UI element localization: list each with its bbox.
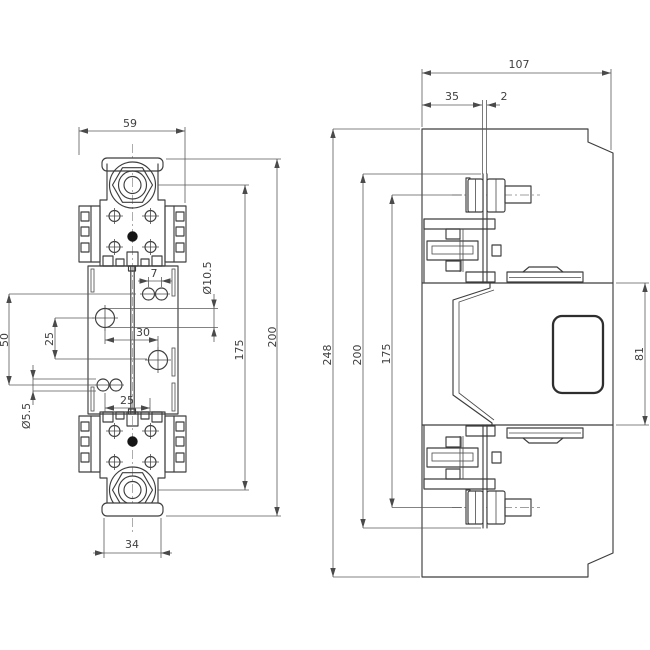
dim-25-bottom-label: 25 bbox=[120, 394, 134, 407]
side-dimensions: 107 35 2 248 200 175 bbox=[321, 58, 649, 578]
dim-59-label: 59 bbox=[123, 117, 137, 130]
bottom-comb bbox=[102, 411, 163, 427]
mounting-holes bbox=[92, 287, 171, 392]
dim-81-label: 81 bbox=[633, 347, 646, 361]
top-bar bbox=[101, 157, 164, 172]
bottom-bolt-bore bbox=[123, 480, 142, 500]
dim-175-label: 175 bbox=[233, 340, 246, 361]
front-view: 59 200 175 Ø10.5 7 30 bbox=[0, 117, 281, 558]
dim-dia5-label: Ø5.5 bbox=[20, 403, 33, 429]
top-bolt-ring bbox=[117, 170, 148, 200]
bottom-stud bbox=[504, 498, 532, 517]
dim-35-label: 35 bbox=[445, 90, 459, 103]
side-body-outline bbox=[421, 128, 614, 578]
front-dimensions: 59 200 175 Ø10.5 7 30 bbox=[0, 117, 281, 558]
top-stud bbox=[504, 185, 532, 204]
dim-30-label: 30 bbox=[136, 326, 150, 339]
side-bottom-terminal bbox=[452, 424, 540, 529]
side-top-terminal bbox=[452, 173, 540, 284]
top-center-pin bbox=[127, 231, 138, 242]
bottom-contact-plate bbox=[506, 427, 584, 444]
label-window bbox=[551, 314, 605, 395]
side-top-bracket bbox=[423, 218, 502, 283]
dim-175-side-label: 175 bbox=[380, 344, 393, 365]
side-view: 107 35 2 248 200 175 bbox=[321, 58, 649, 578]
dim-200-label: 200 bbox=[266, 327, 279, 348]
dim-7-label: 7 bbox=[151, 267, 158, 280]
dim-dia10-label: Ø10.5 bbox=[201, 261, 214, 294]
top-screw-holes bbox=[106, 208, 159, 255]
dim-2-label: 2 bbox=[501, 90, 508, 103]
top-right-clip bbox=[164, 205, 187, 263]
bottom-bar bbox=[101, 502, 164, 517]
top-left-clip bbox=[78, 205, 101, 263]
bottom-center-pin bbox=[127, 436, 138, 447]
bottom-right-clip bbox=[164, 415, 187, 473]
dim-50-label: 50 bbox=[0, 333, 11, 347]
dim-248-label: 248 bbox=[321, 345, 334, 366]
bottom-left-clip bbox=[78, 415, 101, 473]
top-contact-plate bbox=[506, 266, 584, 283]
fuse-cavity-funnel bbox=[452, 282, 495, 426]
bottom-screw-holes bbox=[106, 423, 159, 470]
top-bolt-outer bbox=[108, 161, 157, 209]
top-bolt-bore bbox=[123, 175, 142, 195]
dim-107-label: 107 bbox=[509, 58, 530, 71]
side-bottom-bracket bbox=[423, 425, 502, 490]
front-bottom-terminal bbox=[78, 411, 187, 517]
top-hex-nut bbox=[111, 167, 154, 203]
dim-34-label: 34 bbox=[125, 538, 139, 551]
dim-25-left-label: 25 bbox=[43, 332, 56, 346]
dim-200-side-label: 200 bbox=[351, 345, 364, 366]
